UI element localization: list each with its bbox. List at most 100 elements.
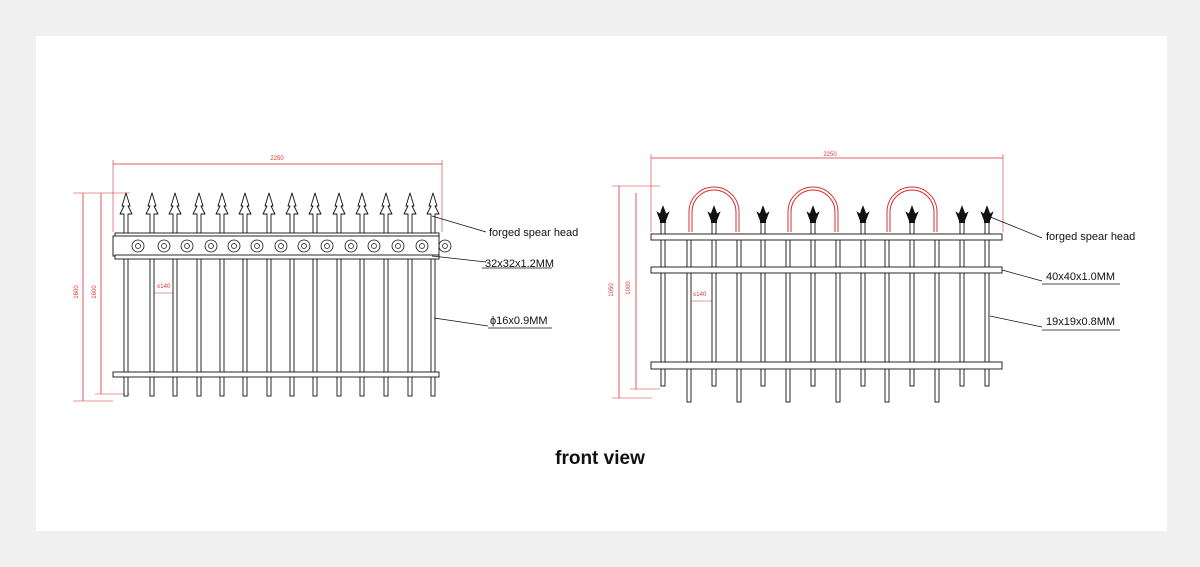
left-ornament-center (301, 243, 307, 249)
left-ornament-center (208, 243, 214, 249)
right-finial-collar (959, 220, 965, 223)
left-spear-head (355, 192, 369, 237)
drawing-sheet (36, 36, 1167, 531)
right-arch-inner (790, 189, 836, 232)
right-arch-inner (691, 189, 737, 232)
left-ornament-center (254, 243, 260, 249)
left-ornament (250, 239, 264, 253)
left-mid-rail (114, 254, 440, 260)
right-finial-collar (860, 220, 866, 223)
left-ornament-center (231, 243, 237, 249)
caption: front view (555, 448, 645, 469)
right-arch-inner (889, 189, 935, 232)
left-spear-head (332, 192, 346, 237)
left-ornament-center (161, 243, 167, 249)
left-leader-picket (433, 317, 489, 327)
right-picket (810, 217, 816, 387)
left-ornament-center (135, 243, 141, 249)
left-spear-head (308, 192, 322, 237)
right-leader-picket (989, 315, 1043, 328)
right-finial (856, 205, 870, 221)
right-picket (736, 233, 742, 403)
right-picket (884, 233, 890, 403)
right-picket (860, 217, 866, 387)
right-leader-rail (1001, 269, 1043, 282)
right-finial-collar (660, 220, 666, 223)
left-ornament-center (395, 243, 401, 249)
left-label-picket: ϕ16x0.9MM (490, 315, 548, 327)
left-ornament-center (278, 243, 284, 249)
right-width-dim: 2250 (823, 152, 837, 158)
right-spacing-dim: ≤140 (693, 292, 707, 298)
right-picket (909, 217, 915, 387)
left-ornament-center (419, 243, 425, 249)
left-ornament (204, 239, 218, 253)
left-spear-head (119, 192, 133, 237)
left-width-dim: 2250 (270, 156, 284, 162)
right-picket (934, 233, 940, 403)
left-spear-head (168, 192, 182, 237)
left-spear-head (145, 192, 159, 237)
left-ornament (274, 239, 288, 253)
left-ornament (297, 239, 311, 253)
left-ornament (367, 239, 381, 253)
left-spear-head (379, 192, 393, 237)
left-spear-head (192, 192, 206, 237)
right-picket (686, 233, 692, 403)
left-ornament-center (371, 243, 377, 249)
right-picket (984, 217, 990, 387)
right-finial-collar (760, 220, 766, 223)
right-arch-outer (886, 186, 938, 232)
right-picket (660, 217, 666, 387)
right-picket (785, 233, 791, 403)
right-finial-collar (909, 220, 915, 223)
left-leader-rail (431, 255, 487, 263)
left-ornament (157, 239, 171, 253)
right-picket (760, 217, 766, 387)
right-top-rail (650, 233, 1003, 241)
left-bottom-rail (112, 371, 440, 378)
right-mid-rail (650, 266, 1003, 274)
left-decor-band (112, 235, 440, 257)
right-finial (806, 205, 820, 221)
right-picket (959, 217, 965, 387)
left-height-dim-outer: 1600 (74, 285, 80, 299)
right-picket (835, 233, 841, 403)
left-leader-spear (431, 215, 487, 233)
left-ornament-center (184, 243, 190, 249)
left-spear-head (403, 192, 417, 237)
left-spear-head (426, 192, 440, 237)
right-finial-collar (711, 220, 717, 223)
left-ornament (344, 239, 358, 253)
left-ornament (320, 239, 334, 253)
right-finial (905, 205, 919, 221)
left-spear-head (215, 192, 229, 237)
right-finial-collar (810, 220, 816, 223)
left-spear-head (238, 192, 252, 237)
left-ornament (227, 239, 241, 253)
left-ornament (438, 239, 452, 253)
left-ornament (391, 239, 405, 253)
right-label-picket: 19x19x0.8MM (1046, 316, 1115, 328)
right-height-dim-outer: 1050 (609, 283, 615, 297)
right-fence (612, 154, 1120, 403)
right-finial (707, 205, 721, 221)
left-spacing-dim: ≤140 (157, 284, 171, 290)
left-label-spear: forged spear head (489, 227, 578, 239)
right-finial-collar (984, 220, 990, 223)
right-finial (756, 205, 770, 221)
right-height-dim-inner: 1000 (626, 281, 632, 295)
left-spear-head (262, 192, 276, 237)
left-ornament (131, 239, 145, 253)
left-ornament-center (324, 243, 330, 249)
right-leader-spear (987, 215, 1043, 239)
right-finial (955, 205, 969, 221)
right-label-spear: forged spear head (1046, 231, 1135, 243)
right-finial (656, 205, 670, 221)
right-finial (980, 205, 994, 221)
right-label-rail: 40x40x1.0MM (1046, 271, 1115, 283)
left-spear-head (285, 192, 299, 237)
right-picket (711, 217, 717, 387)
left-ornament-center (442, 243, 448, 249)
